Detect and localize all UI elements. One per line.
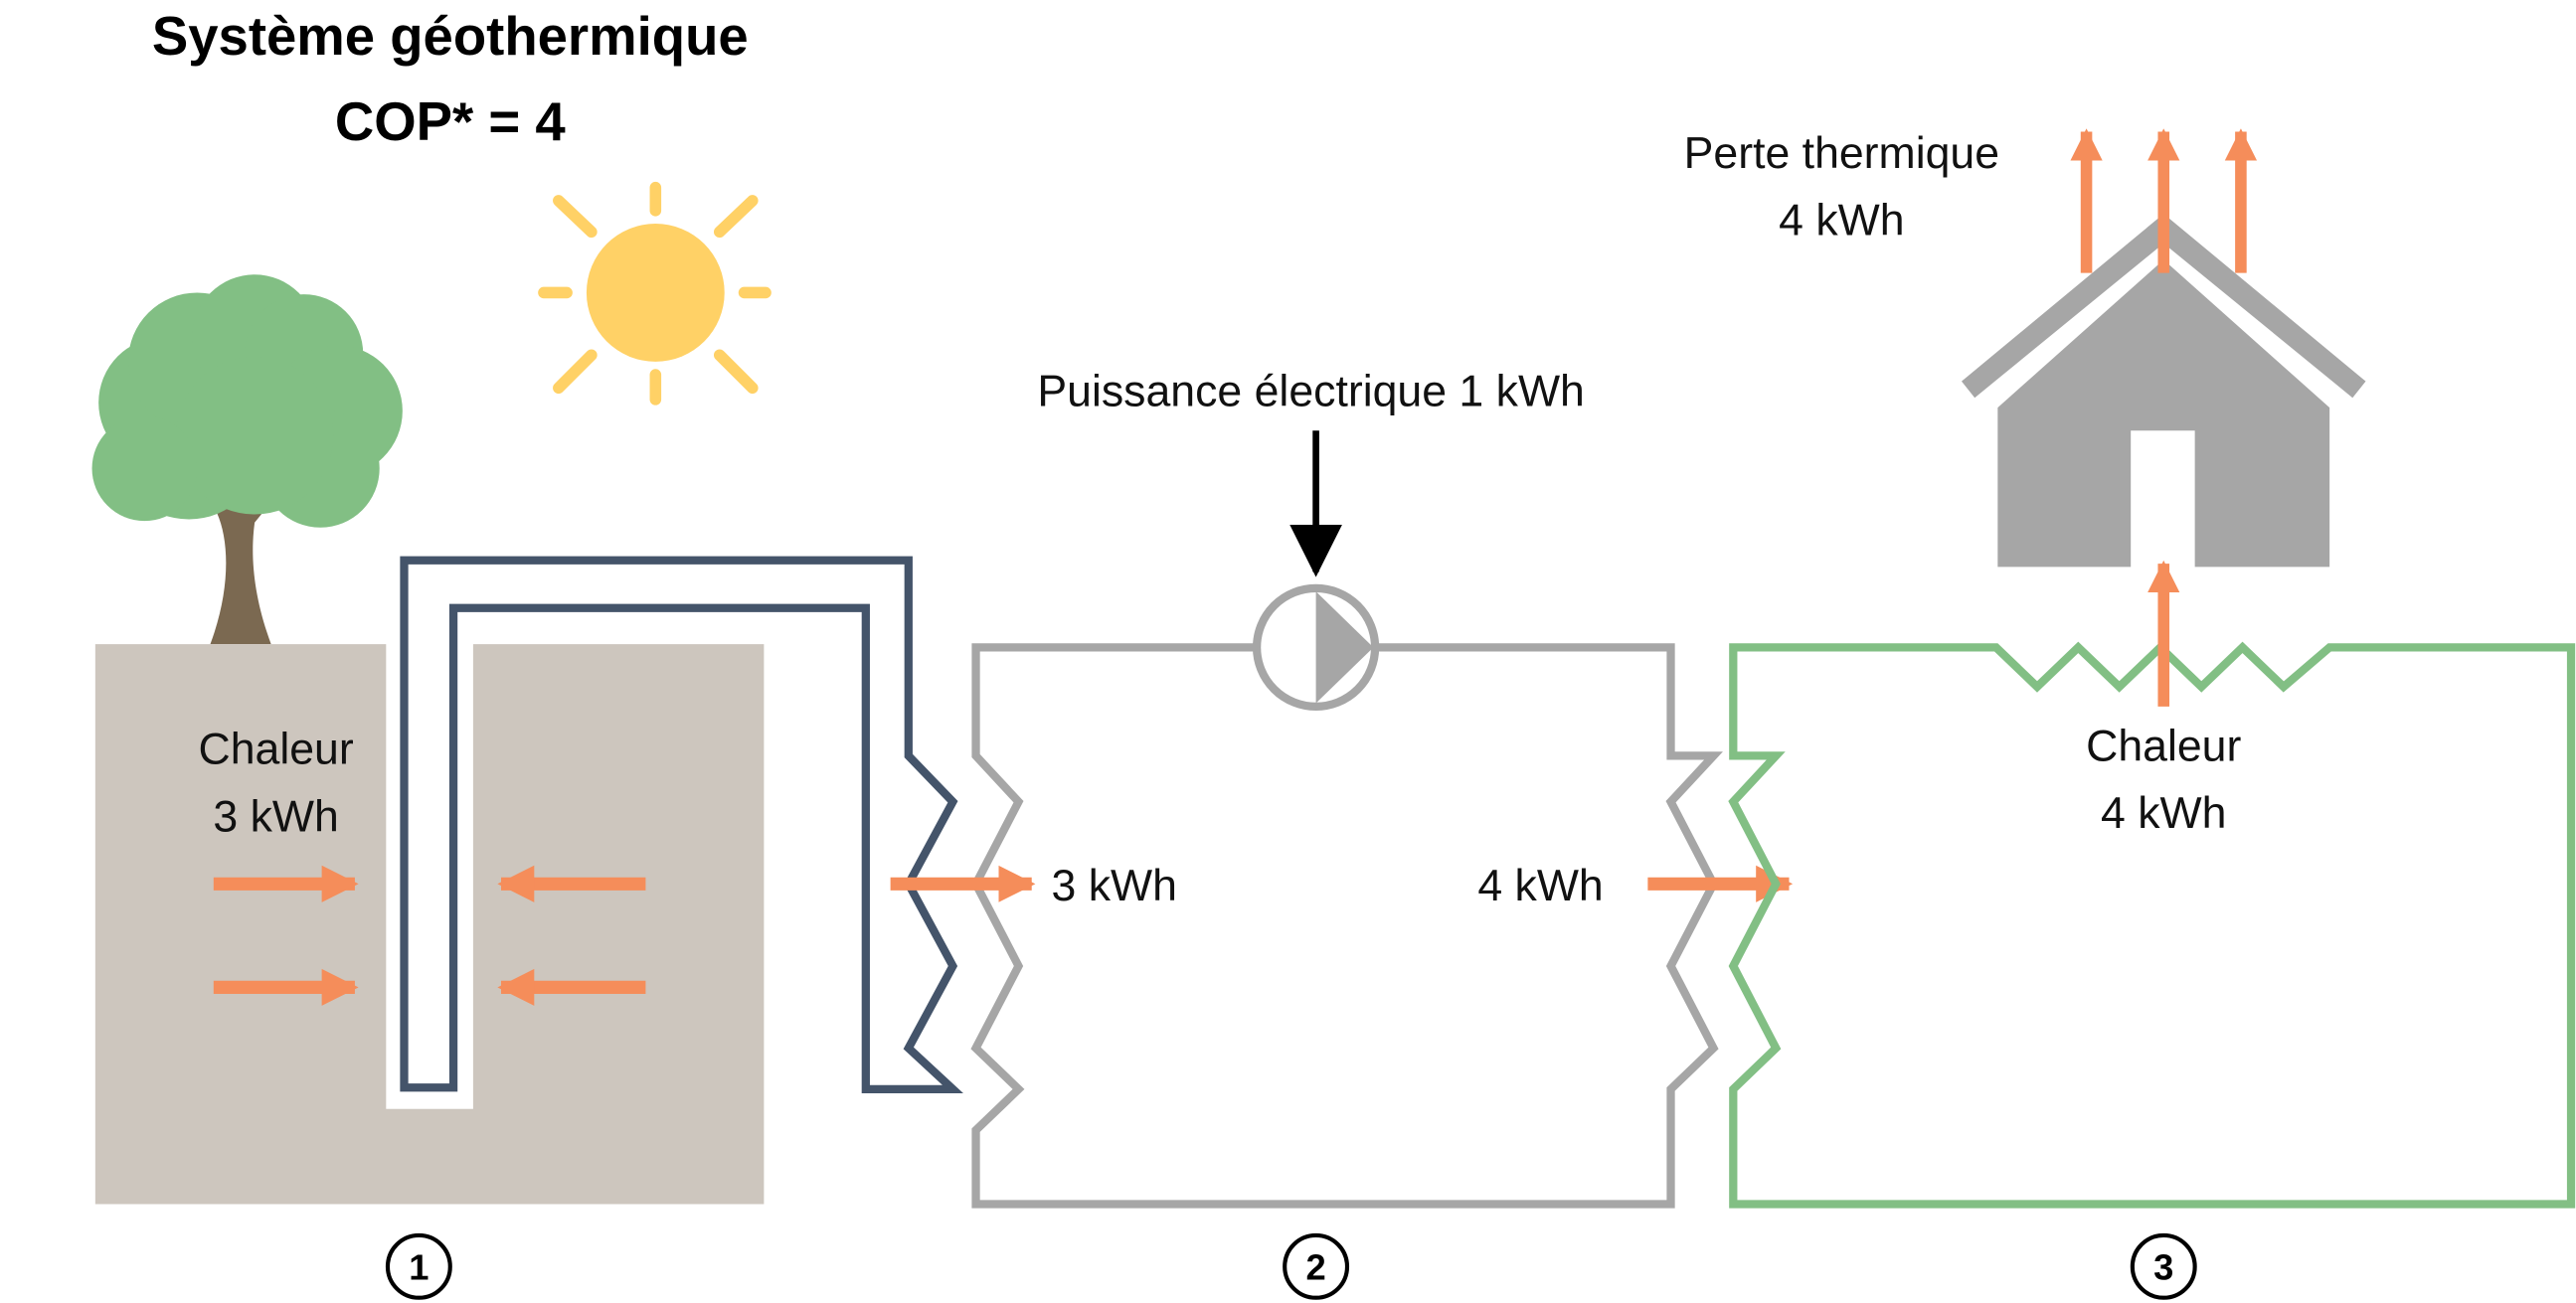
diagram-title: Système géothermique: [152, 6, 749, 67]
tree-icon: [91, 274, 403, 645]
ground: [94, 644, 765, 1205]
condenser-output-label: 4 kWh: [1477, 862, 1603, 910]
stage-number: 3: [2153, 1247, 2173, 1288]
heat-loss-label: Perte thermique: [1684, 129, 1999, 178]
sun-icon: [538, 181, 772, 406]
ground-loop: [400, 556, 963, 1094]
evaporator-input-label: 3 kWh: [1052, 862, 1177, 910]
house-icon: [1961, 214, 2366, 568]
heat-pump-loop: [970, 643, 1723, 1209]
heat-loss-value: 4 kWh: [1779, 197, 1904, 245]
ground-heat-arrows: [213, 865, 646, 1006]
house-heat-label: Chaleur: [2086, 722, 2241, 770]
stage-marker-3: 3: [2130, 1232, 2197, 1300]
ground-heat-value: 3 kWh: [213, 792, 338, 841]
stage-marker-1: 1: [385, 1232, 452, 1300]
cop-value: COP* = 4: [335, 91, 566, 152]
electric-power-label: Puissance électrique 1 kWh: [1037, 367, 1584, 415]
heat-loss-arrows: [2070, 128, 2258, 273]
house-heat-value: 4 kWh: [2101, 789, 2226, 838]
stage-number: 2: [1305, 1247, 1325, 1288]
stage-marker-2: 2: [1283, 1232, 1350, 1300]
ground-heat-label: Chaleur: [198, 726, 353, 774]
heating-loop: [1728, 641, 2576, 1209]
pump-icon: [1252, 583, 1380, 711]
stage-number: 1: [409, 1247, 429, 1288]
